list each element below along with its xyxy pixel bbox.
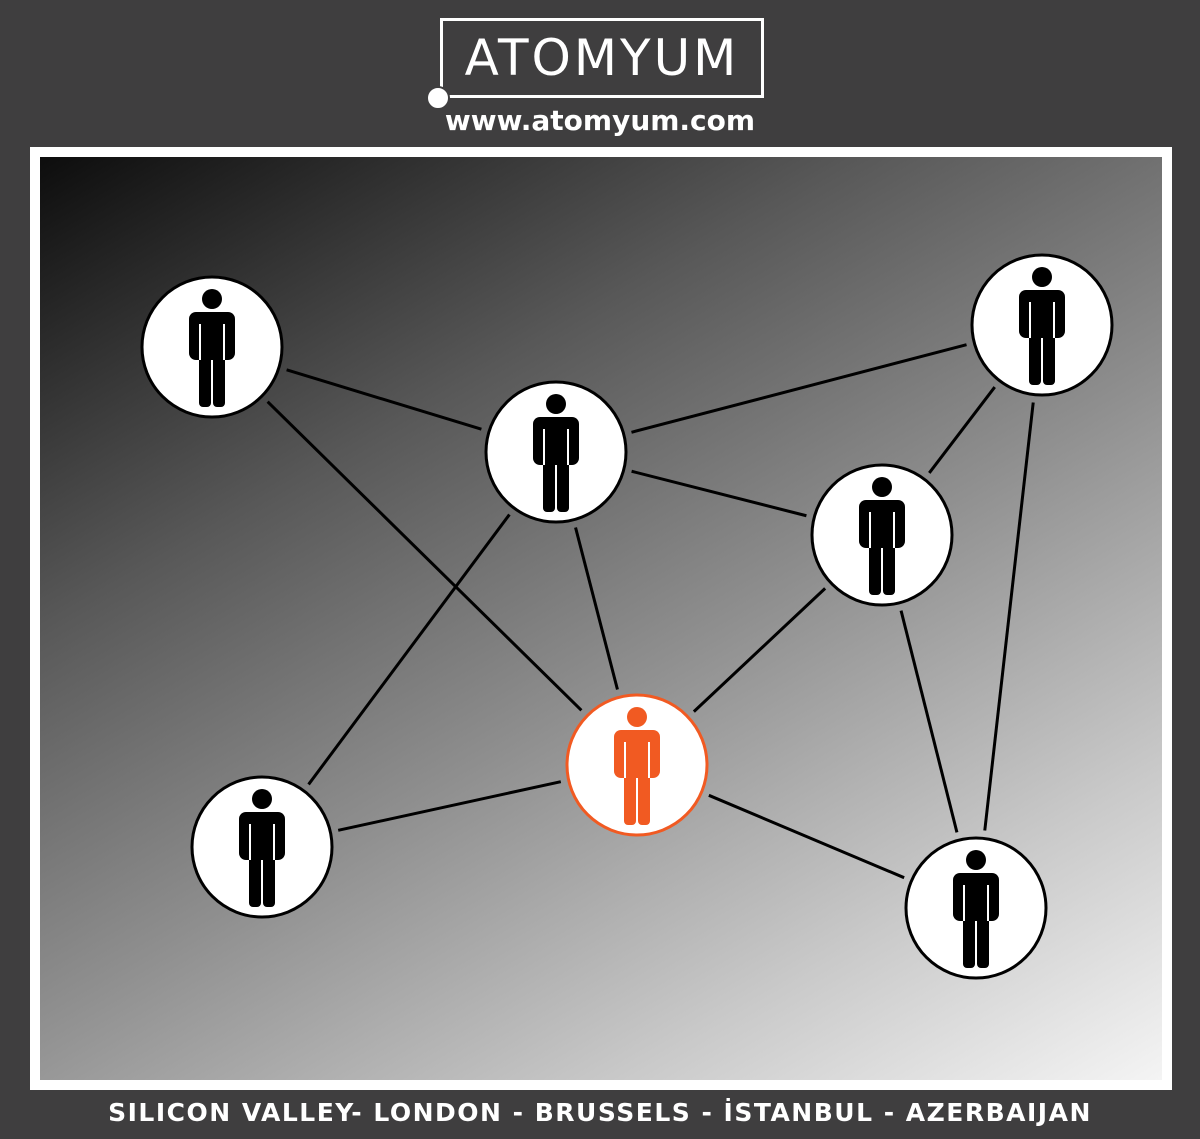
- website-url: www.atomyum.com: [444, 104, 756, 137]
- connection-line-b-c: [631, 343, 967, 434]
- logo-dot-icon: [426, 86, 450, 110]
- person-icon: [189, 289, 235, 407]
- connection-line-b-d: [631, 469, 807, 518]
- connection-line-c-d: [928, 386, 996, 474]
- person-icon: [953, 850, 999, 968]
- person-icon: [239, 789, 285, 907]
- connection-line-b-f: [307, 513, 511, 786]
- connection-line-e-f: [337, 780, 562, 832]
- logo-box: ATOMYUM: [440, 18, 764, 98]
- connection-line-a-b: [286, 368, 482, 431]
- connection-line-c-g: [983, 402, 1035, 831]
- person-node-f: [190, 775, 334, 919]
- person-icon: [859, 477, 905, 595]
- person-node-a: [140, 275, 284, 419]
- person-node-c: [970, 253, 1114, 397]
- person-node-g: [904, 836, 1048, 980]
- person-icon: [533, 394, 579, 512]
- connection-line-a-e: [266, 400, 583, 712]
- connection-line-b-e: [574, 527, 619, 690]
- connection-line-d-g: [899, 610, 959, 833]
- connection-line-d-e: [692, 587, 827, 713]
- person-icon: [1019, 267, 1065, 385]
- person-node-b: [484, 380, 628, 524]
- person-node-e: [565, 693, 709, 837]
- person-node-d: [810, 463, 954, 607]
- logo-text: ATOMYUM: [464, 29, 740, 87]
- footer-locations: SILICON VALLEY- LONDON - BRUSSELS - İSTA…: [108, 1098, 1092, 1127]
- person-icon: [614, 707, 660, 825]
- connection-line-e-g: [708, 793, 905, 880]
